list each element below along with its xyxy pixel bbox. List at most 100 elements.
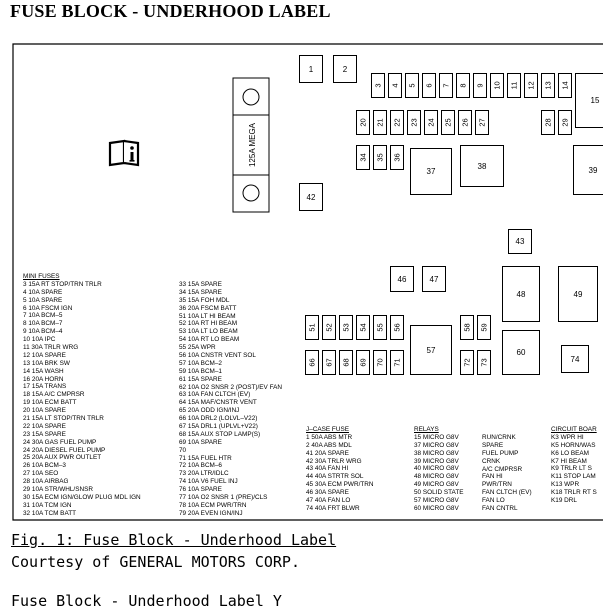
circuit-board-row: K18 TRLR RT S [551, 489, 597, 497]
relay-code-row: 40 MICRO G8V [414, 465, 459, 473]
fuse-box-48: 48 [502, 266, 540, 322]
fuse-box-36: 36 [390, 145, 404, 170]
mini-fuse-row: 76 10A SPARE [179, 486, 222, 494]
fuse-box-53: 53 [339, 315, 353, 340]
mini-fuse-row: 10 10A IPC [23, 336, 56, 344]
relay-name-row: CRNK [482, 457, 501, 465]
fuse-box-number: 36 [392, 153, 402, 162]
fuse-box-46: 46 [390, 266, 414, 292]
circuit-board-row: K7 HI BEAM [551, 457, 587, 465]
mini-fuse-row: 5 10A SPARE [23, 296, 63, 304]
fuse-box-20: 20 [356, 110, 370, 135]
fuse-box-47: 47 [422, 266, 446, 292]
mini-fuse-row: 19 10A ECM BATT [23, 399, 77, 407]
circuit-board-row: K19 DRL [551, 497, 577, 505]
fuse-box-55: 55 [373, 315, 387, 340]
fuse-box-5: 5 [405, 73, 419, 98]
jcase-fuse-row: 42 30A TRLR WRG [306, 457, 362, 465]
jcase-fuses-header: J–CASE FUSE [306, 426, 349, 433]
fuse-box-number: 48 [516, 289, 526, 299]
relay-name-row: FAN HI [482, 473, 503, 481]
jcase-fuse-row: 74 40A FRT BLWR [306, 504, 360, 512]
fuse-box-number: 1 [308, 64, 314, 74]
mini-fuse-row: 21 15A LT STOP/TRN TRLR [23, 415, 104, 423]
fuse-box-number: 54 [358, 323, 368, 332]
fuse-box-number: 10 [492, 81, 502, 90]
mini-fuse-row: 69 10A SPARE [179, 438, 222, 446]
relay-name-row: FAN CLTCH (EV) [482, 489, 532, 497]
mini-fuse-row: 4 10A SPARE [23, 288, 63, 296]
mini-fuse-row: 63 10A FAN CLTCH (EV) [179, 391, 251, 399]
fuse-box-number: 74 [570, 354, 580, 364]
relay-code-row: 60 MICRO G8V [414, 504, 459, 512]
fuse-box-number: 52 [324, 323, 334, 332]
fuse-box-38: 38 [460, 145, 504, 187]
fuse-box-69: 69 [356, 350, 370, 375]
fuse-box-26: 26 [458, 110, 472, 135]
fuse-box-number: 4 [390, 83, 400, 88]
relay-code-row: 48 MICRO G8V [414, 473, 459, 481]
mini-fuse-row: 65 20A ODD IGN/INJ [179, 407, 240, 415]
fuse-box-number: 34 [358, 153, 368, 162]
fuse-box-number: 37 [426, 167, 436, 176]
fuse-box-number: 73 [479, 358, 489, 367]
relay-code-row: 57 MICRO G8V [414, 497, 459, 505]
fuse-box-60: 60 [502, 330, 540, 375]
fuse-box-number: 60 [516, 348, 526, 357]
relay-name-row: RUN/CRNK [482, 434, 516, 441]
fuse-box-number: 21 [375, 118, 385, 127]
mini-fuse-row: 68 15A AUX STOP LAMP(S) [179, 430, 261, 438]
fuse-box-number: 53 [341, 323, 351, 332]
fuse-box-number: 57 [426, 345, 436, 355]
circuit-board-row: K3 WPR HI [551, 433, 584, 441]
mini-fuse-row: 74 10A V6 FUEL INJ [179, 478, 238, 486]
fuse-box-59: 59 [477, 315, 491, 340]
mini-fuse-row: 28 10A AIRBAG [23, 478, 69, 486]
fuse-box-number: 6 [424, 83, 434, 88]
mini-fuse-row: 29 10A STR/WHL/SNSR [23, 486, 93, 494]
fuse-box-number: 23 [409, 118, 419, 127]
relay-name-row: A/C CMPRSR [482, 465, 523, 473]
mini-fuse-row: 14 15A WASH [23, 367, 64, 375]
mini-fuse-row: 8 10A BCM–7 [23, 320, 63, 328]
mini-fuse-row: 55 25A WPR [179, 344, 216, 352]
fuse-box-37: 37 [410, 148, 452, 195]
fuse-box-73: 73 [477, 350, 491, 375]
mini-fuse-row: 51 10A LT HI BEAM [179, 312, 236, 320]
mini-fuse-row: 34 15A SPARE [179, 288, 222, 296]
mini-fuse-row: 11 30A TRLR WRG [23, 344, 79, 352]
fuse-box-52: 52 [322, 315, 336, 340]
fuse-box-number: 55 [375, 323, 385, 332]
fuse-box-27: 27 [475, 110, 489, 135]
fuse-box-number: 69 [358, 358, 368, 367]
fuse-box-number: 12 [526, 81, 536, 90]
fuse-box-number: 56 [392, 323, 402, 332]
fuse-box-number: 14 [560, 81, 570, 90]
relay-name-row: SPARE [482, 441, 504, 449]
circuit-board-row: K13 WPR [551, 481, 580, 489]
fuse-box-number: 38 [477, 161, 487, 171]
next-section-title: Fuse Block - Underhood Label Y [11, 592, 282, 610]
courtesy-line: Courtesy of GENERAL MOTORS CORP. [11, 553, 300, 571]
fuse-box-6: 6 [422, 73, 436, 98]
circuit-board-row: K9 TRLR LT S [551, 465, 592, 473]
mini-fuse-row: 78 10A ECM PWR/TRN [179, 501, 247, 509]
mini-fuse-row: 9 10A BCM–4 [23, 328, 63, 336]
mini-fuse-row: 56 10A CNSTR VENT SOL [179, 352, 256, 360]
circuit-board-row: K6 LO BEAM [551, 449, 590, 457]
mini-fuse-row: 67 15A DRL1 (UPLVL+V22) [179, 423, 258, 431]
fuse-box-22: 22 [390, 110, 404, 135]
mini-fuse-row: 71 15A FUEL HTR [179, 454, 232, 462]
fuse-box-25: 25 [441, 110, 455, 135]
mini-fuse-row: 59 10A BCM–1 [179, 367, 222, 375]
fuse-box-number: 13 [543, 81, 553, 90]
mini-fuse-row: 13 10A BRK SW [23, 359, 70, 367]
mini-fuse-row: 52 10A RT HI BEAM [179, 320, 238, 328]
relay-name-row: FAN CNTRL [482, 505, 518, 513]
fuse-box-35: 35 [373, 145, 387, 170]
fuse-box-66: 66 [305, 350, 319, 375]
mini-fuse-row: 24 30A GAS FUEL PUMP [23, 438, 97, 446]
